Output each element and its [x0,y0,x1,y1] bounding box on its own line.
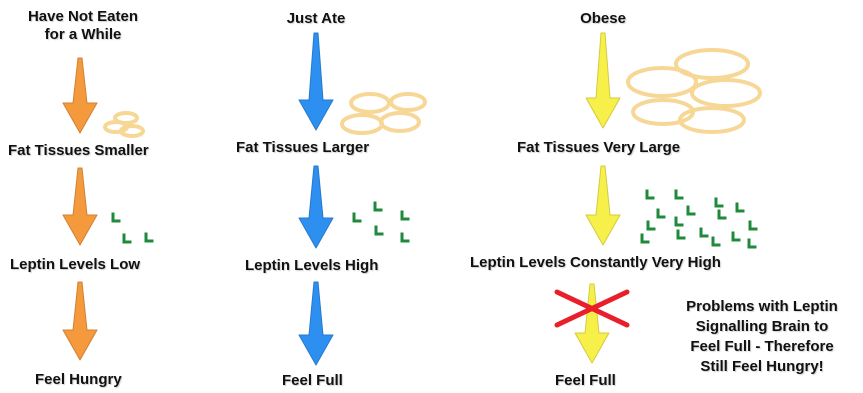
arrow-obese-2-shape [586,166,620,245]
leptin-marker [688,207,694,214]
leptin-marker [719,211,725,218]
fat-label-obese: Fat Tissues Very Large [517,139,680,157]
fat-rings-small [105,113,143,136]
note-line-2: Signalling Brain to [664,317,860,337]
leptin-label-just-ate: Leptin Levels High [245,257,378,275]
leptin-marker [701,229,707,236]
arrow-not-eaten-3-shape [63,282,97,360]
leptin-marker [658,210,664,217]
title-obese: Obese [580,10,626,28]
arrow-just-ate-3 [299,282,333,365]
leptin-marker [402,234,408,241]
fat-label-not-eaten: Fat Tissues Smaller [8,142,149,160]
arrow-not-eaten-3 [63,282,97,360]
leptin-marker [113,214,119,221]
leptin-marker [375,203,381,210]
arrow-obese-1 [586,33,620,128]
leptin-marker [647,191,653,198]
leptin-markers-very-high [642,191,756,247]
note-line-1: Problems with Leptin [664,297,860,317]
leptin-marker [713,238,719,245]
arrow-not-eaten-2 [63,168,97,245]
leptin-marker [733,233,739,240]
leptin-marker [749,240,755,247]
arrow-obese-1-shape [586,33,620,128]
arrow-just-ate-1 [299,33,333,130]
leptin-marker [676,218,682,225]
note-line-4: Still Feel Hungry! [664,357,860,377]
arrow-not-eaten-1 [63,58,97,133]
arrow-not-eaten-1-shape [63,58,97,133]
leptin-marker [678,231,684,238]
fat-rings-large [628,50,760,132]
title-not-eaten-line2: for a While [8,26,158,44]
result-label-obese: Feel Full [555,372,616,390]
title-not-eaten: Have Not Eaten for a While [8,8,158,44]
arrow-not-eaten-2-shape [63,168,97,245]
arrow-obese-3-shape [575,284,609,363]
leptin-marker [146,234,152,241]
leptin-label-not-eaten: Leptin Levels Low [10,256,140,274]
leptin-markers-low [113,214,152,242]
arrow-just-ate-2-shape [299,166,333,248]
leptin-label-obese: Leptin Levels Constantly Very High [470,254,721,272]
leptin-marker [354,214,360,221]
leptin-marker [124,235,130,242]
result-label-just-ate: Feel Full [282,372,343,390]
leptin-marker [716,199,722,206]
arrow-obese-3 [575,284,609,363]
arrow-just-ate-2 [299,166,333,248]
result-label-not-eaten: Feel Hungry [35,371,122,389]
fat-rings-medium [342,94,425,133]
arrow-just-ate-1-shape [299,33,333,130]
leptin-marker [376,227,382,234]
leptin-marker [676,191,682,198]
note-line-3: Feel Full - Therefore [664,337,860,357]
leptin-signalling-note: Problems with Leptin Signalling Brain to… [664,297,860,377]
leptin-markers-high [354,203,408,241]
leptin-marker [642,235,648,242]
arrow-obese-2 [586,166,620,245]
title-just-ate: Just Ate [287,10,346,28]
title-not-eaten-line1: Have Not Eaten [8,8,158,26]
leptin-marker [750,222,756,229]
arrow-just-ate-3-shape [299,282,333,365]
leptin-marker [402,212,408,219]
fat-label-just-ate: Fat Tissues Larger [236,139,369,157]
leptin-marker [737,204,743,211]
leptin-marker [648,222,654,229]
